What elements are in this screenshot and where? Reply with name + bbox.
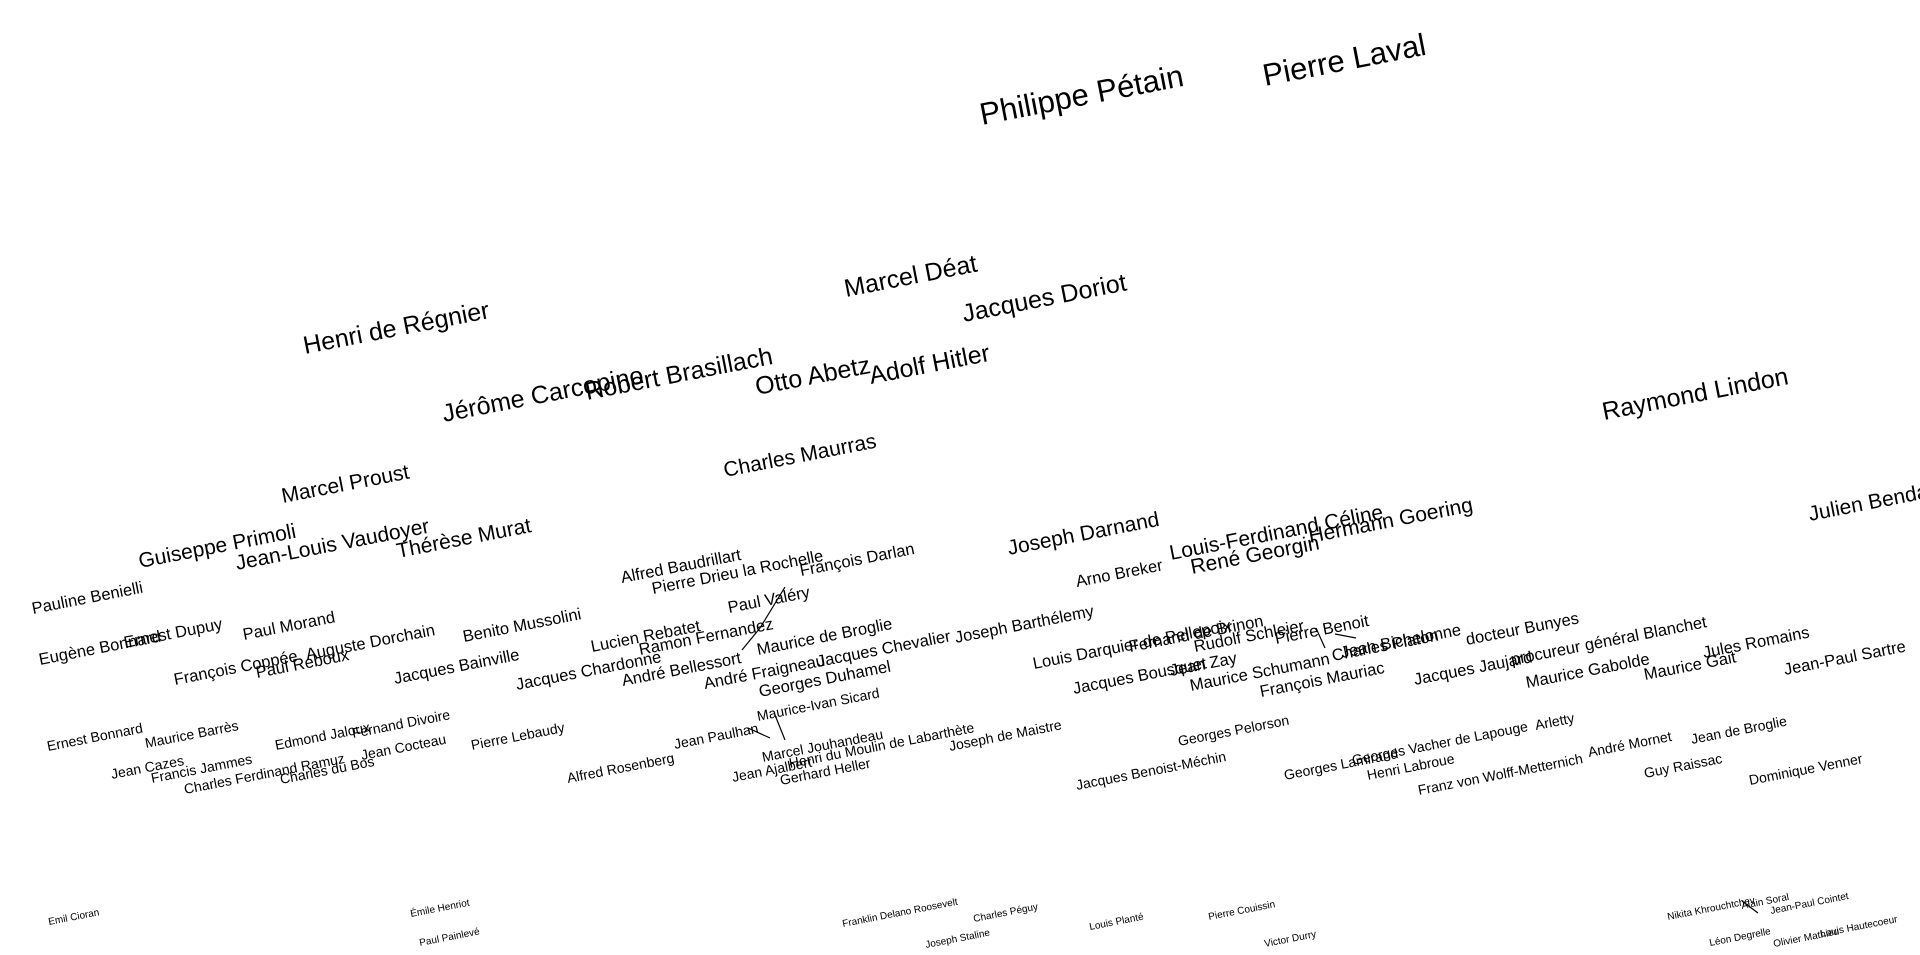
name-label-henriot: Émile Henriot [409, 896, 471, 920]
name-label-lindon: Raymond Lindon [1600, 362, 1791, 426]
name-label-peguy: Charles Péguy [972, 902, 1038, 925]
leader-line [1315, 627, 1326, 649]
name-label-arletty: Arletty [1534, 710, 1576, 733]
name-label-staline: Joseph Staline [924, 928, 991, 951]
name-label-carcopino: Jérôme Carcopino [440, 361, 646, 427]
name-label-mornet: André Mornet [1587, 728, 1673, 760]
name-label-barthelemy: Joseph Barthélemy [953, 602, 1096, 647]
leader-line [741, 627, 761, 651]
leader-line [1334, 633, 1357, 639]
leader-lines [741, 586, 1759, 914]
name-label-goering: Hermann Goering [1307, 493, 1475, 547]
name-label-plante: Louis Planté [1088, 912, 1145, 933]
name-label-barres: Maurice Barrès [144, 717, 240, 751]
name-label-morand: Paul Morand [241, 608, 336, 644]
name-label-proust: Marcel Proust [280, 461, 412, 508]
name-label-benoist-mechin: Jacques Benoist-Méchin [1075, 748, 1228, 793]
name-label-sartre: Jean-Paul Sartre [1782, 638, 1907, 679]
name-label-dupuy: Ernest Dupuy [122, 615, 224, 652]
name-label-rosenberg: Alfred Rosenberg [566, 749, 676, 785]
leader-line [759, 586, 786, 629]
name-label-benielli: Pauline Benielli [30, 579, 144, 618]
name-label-doriot: Jacques Doriot [960, 269, 1129, 328]
name-label-painleve: Paul Painlevé [418, 926, 481, 949]
leader-line [747, 727, 771, 739]
leader-line [774, 714, 786, 741]
name-label-laval: Pierre Laval [1260, 27, 1429, 93]
name-label-degrelle: Léon Degrelle [1708, 926, 1772, 949]
name-label-broglie-j: Jean de Broglie [1690, 713, 1789, 747]
name-label-regnier: Henri de Régnier [301, 296, 492, 360]
name-label-venner: Dominique Venner [1748, 750, 1864, 788]
name-label-darnand: Joseph Darnand [1006, 508, 1162, 560]
name-label-maurras: Charles Maurras [722, 430, 879, 482]
name-label-raissac: Guy Raissac [1643, 750, 1724, 781]
name-label-bonnard-ern: Ernest Bonnard [46, 720, 145, 754]
name-label-couissin: Pierre Couissin [1207, 899, 1276, 923]
name-label-darlan: François Darlan [798, 540, 916, 580]
name-label-pelorson: Georges Pelorson [1177, 712, 1291, 749]
leader-line [1741, 900, 1759, 914]
name-label-lebaudy: Pierre Lebaudy [470, 719, 566, 753]
name-label-mussolini: Benito Mussolini [461, 605, 582, 646]
name-label-reboux: Paul Reboux [254, 646, 351, 682]
name-label-cioran: Emil Cioran [47, 907, 100, 928]
name-label-bainville: Jacques Bainville [392, 646, 521, 688]
name-label-roosevelt: Franklin Delano Roosevelt [841, 897, 958, 930]
name-label-deat: Marcel Déat [842, 250, 980, 303]
name-label-paulhan: Jean Paulhan [673, 720, 760, 752]
name-label-hautecoeur: Louis Hautecoeur [1819, 914, 1899, 940]
name-label-durry: Victor Durry [1263, 929, 1317, 950]
name-label-petain: Philippe Pétain [977, 58, 1187, 132]
name-label-romains: Jules Romains [1701, 624, 1811, 662]
name-label-breker: Arno Breker [1074, 556, 1164, 591]
name-label-hitler: Adolf Hitler [867, 339, 992, 390]
name-label-benda: Julien Benda [1807, 480, 1920, 526]
